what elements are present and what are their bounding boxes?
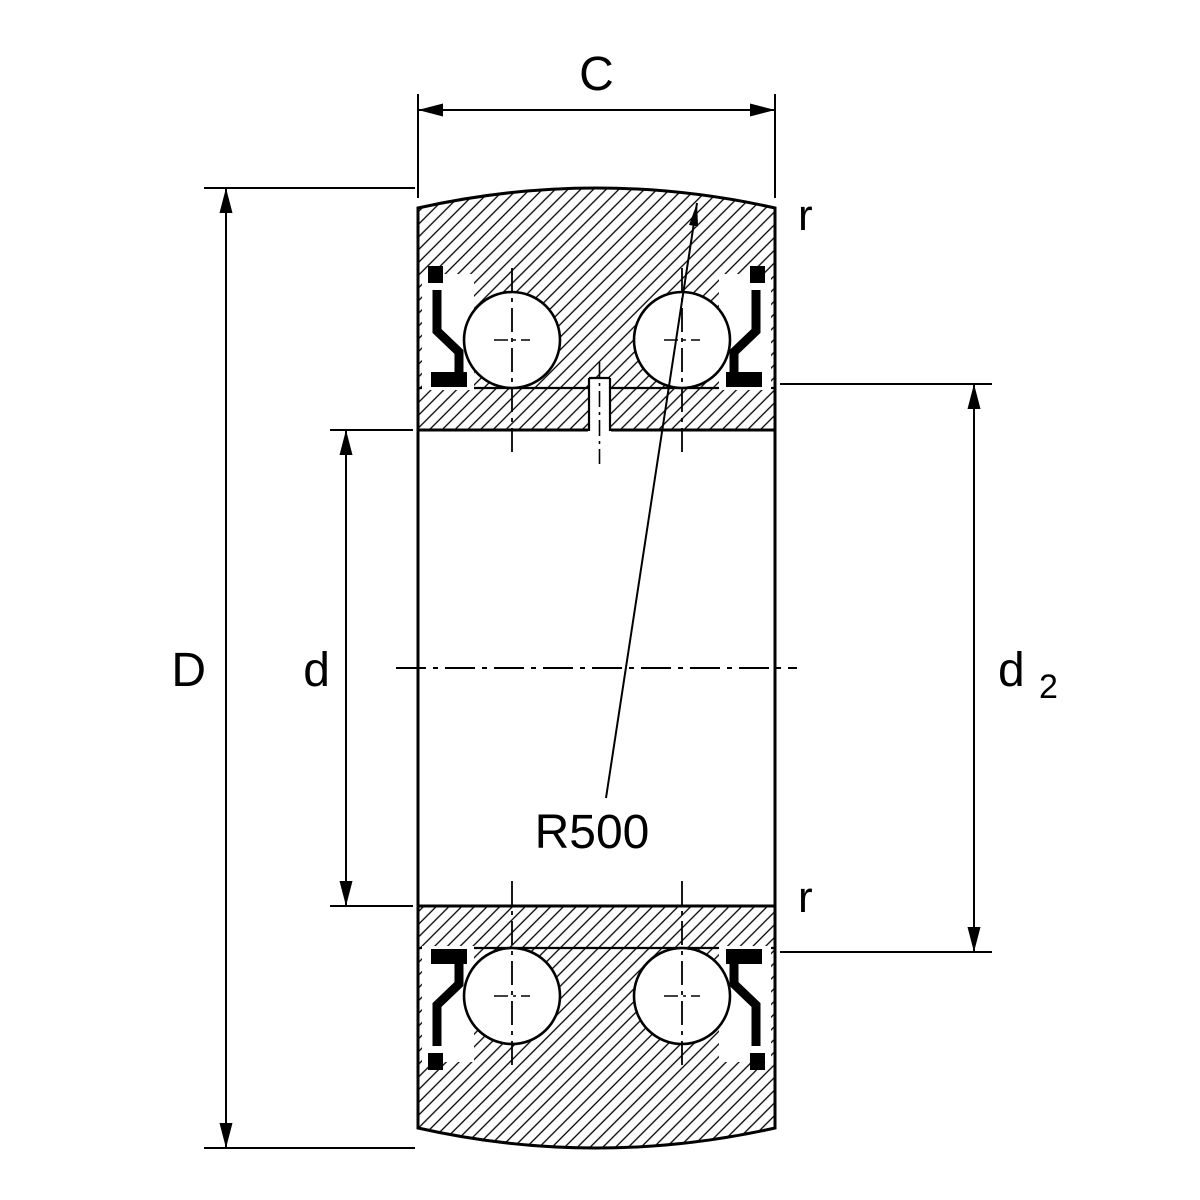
- dim-outer-diameter-label: D: [171, 644, 206, 697]
- dim-inner-shoulder-base: d: [998, 644, 1025, 697]
- crown-radius-callout: R500: [535, 202, 699, 859]
- seal: [428, 266, 467, 387]
- arrowhead: [689, 203, 699, 227]
- arrowhead: [418, 103, 443, 117]
- arrowhead: [750, 103, 775, 117]
- dim-inner-shoulder-subscript: 2: [1039, 668, 1058, 706]
- seal: [428, 949, 467, 1070]
- dim-inner-shoulder-diameter-label: d 2: [998, 644, 1058, 706]
- seal: [726, 266, 765, 387]
- dim-bore-diameter-label: d: [303, 644, 330, 697]
- dimension-outer-diameter: D: [171, 187, 415, 1149]
- arrowhead: [339, 430, 353, 455]
- dim-width-label: C: [579, 48, 614, 101]
- lower-section: [416, 881, 777, 1150]
- arrowhead: [219, 188, 233, 213]
- corner-radius-label-top: r: [798, 191, 813, 240]
- dimension-width: C: [417, 48, 776, 198]
- corner-radius-label-inner: r: [798, 873, 813, 922]
- leader-line: [605, 202, 698, 799]
- upper-section: [416, 186, 777, 464]
- arrowhead: [967, 927, 981, 952]
- seal: [726, 949, 765, 1070]
- arrowhead: [967, 384, 981, 409]
- dimension-bore-diameter: d: [303, 429, 413, 907]
- crown-radius-label: R500: [535, 806, 650, 859]
- lubrication-groove: [587, 362, 612, 464]
- arrowhead: [339, 881, 353, 906]
- dimension-inner-shoulder-diameter: d 2: [780, 383, 1058, 953]
- arrowhead: [219, 1123, 233, 1148]
